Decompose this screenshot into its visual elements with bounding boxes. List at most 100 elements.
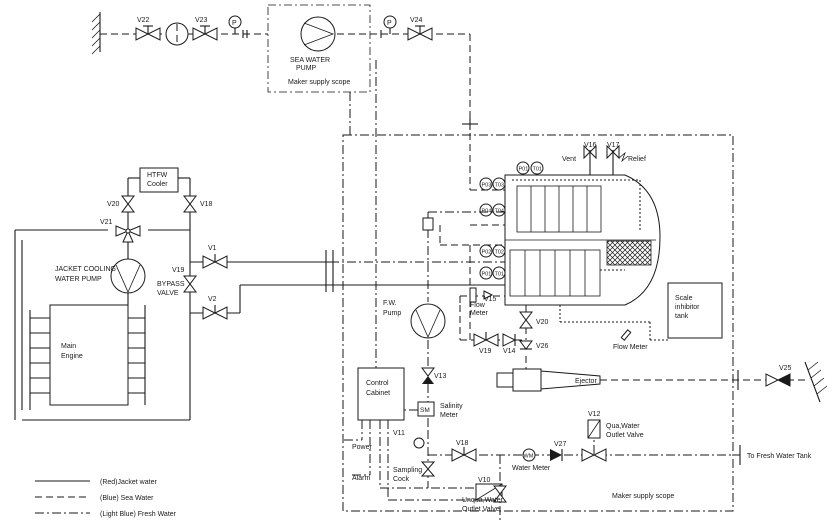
v27-label: V27 [554, 441, 567, 448]
salinity-meter: SM Salinity Meter [417, 401, 463, 419]
v18b-label: V18 [456, 440, 469, 447]
bypass-label-2: VALVE [157, 290, 179, 297]
flow-meter-left-label-2: Meter [470, 310, 489, 317]
v21-label: V21 [100, 219, 113, 226]
strainer-icon [165, 22, 189, 46]
flow-meter-left: Flow Meter [469, 287, 489, 317]
scale-inhibitor-tank: Scale inhibitor tank [667, 282, 723, 339]
main-engine: Main Engine [29, 304, 146, 410]
valve-v24[interactable]: V24 [407, 17, 433, 41]
pressure-gauge-icon: P [383, 15, 397, 34]
valve-v20-cooler[interactable]: V20 [107, 195, 135, 213]
sea-water-pump-label-2: PUMP [296, 65, 317, 72]
overboard-hull [804, 361, 828, 403]
control-cabinet-label-2: Cabinet [366, 390, 390, 397]
pressure-gauge-label: P [387, 20, 392, 27]
v17-label: V17 [607, 142, 620, 149]
scale-tank-label-1: Scale [675, 295, 693, 302]
v15-label: V15 [484, 296, 497, 303]
valve-v18-distillate[interactable]: V18 [451, 440, 477, 462]
valve-v27[interactable]: V27 [550, 441, 567, 461]
v11-label: V11 [393, 430, 405, 437]
sea-water-pump-scope: SEA WATER PUMP Maker supply scope [267, 4, 371, 93]
legend-jacket-label: (Red)Jacket water [100, 479, 157, 486]
control-cabinet: Control Cabinet Power Alarm [352, 367, 405, 482]
main-engine-label-1: Main [61, 343, 76, 350]
pressure-gauge-label: P [232, 20, 237, 27]
gauge-label: P03 [482, 183, 492, 189]
v19b-label: V19 [479, 348, 492, 355]
valve-v26[interactable]: V26 [519, 340, 549, 350]
qua-valve-label-2: Outlet Valve [606, 432, 644, 439]
valve-v18-cooler[interactable]: V18 [183, 195, 213, 213]
pressure-gauge-icon: P [228, 15, 242, 34]
demister [606, 240, 652, 266]
valve-v11[interactable]: V11 Sampling Cock [393, 430, 436, 483]
alarm-label: Alarm [352, 475, 370, 482]
sea-water-inlet-line [91, 12, 505, 191]
v22-label: V22 [137, 17, 150, 24]
flow-meter-right: Flow Meter [613, 329, 648, 351]
control-cabinet-label-1: Control [366, 380, 389, 387]
jacket-pump-label-1: JACKET COOLING [55, 266, 116, 273]
v12-label: V12 [588, 411, 601, 418]
valve-v19-bypass[interactable]: V19 BYPASS VALVE [157, 267, 197, 297]
v26-label: V26 [536, 343, 549, 350]
valve-v20-brine[interactable]: V20 [519, 311, 549, 329]
salinity-label-1: Salinity [440, 403, 463, 410]
valve-v17[interactable]: V17 Relief [606, 142, 646, 175]
htfw-label-1: HTFW [147, 172, 168, 179]
unqua-valve-label-1: Unqua,Water [462, 497, 504, 504]
valve-v13[interactable]: V13 [421, 367, 447, 384]
valve-v12[interactable]: V12 Qua,Water Outlet Valve [581, 411, 644, 462]
water-meter-label: Water Meter [512, 465, 551, 472]
ejector: Ejector [496, 368, 601, 392]
jacket-cooling-water-pump: JACKET COOLING WATER PUMP [55, 242, 146, 305]
valve-v25[interactable]: V25 [765, 365, 792, 387]
valve-v23[interactable]: V23 [192, 17, 218, 41]
v20a-label: V20 [107, 201, 120, 208]
sampling-label-1: Sampling [393, 467, 422, 474]
valve-v15[interactable]: V15 [483, 290, 497, 303]
valve-v14[interactable]: V14 [502, 333, 517, 355]
sea-water-pump-label-1: SEA WATER [290, 57, 330, 64]
sea-water-pump-icon [300, 16, 336, 52]
valve-v22[interactable]: V22 [135, 17, 161, 41]
v14-label: V14 [503, 348, 516, 355]
main-engine-label-2: Engine [61, 353, 83, 360]
fw-pump: F.W. Pump [383, 300, 446, 339]
valve-v10[interactable]: V10 Unqua,Water Outlet Valve [462, 477, 507, 513]
maker-scope-main-label: Maker supply scope [612, 493, 674, 500]
legend-fresh-label: (Light Blue) Fresh Water [100, 511, 177, 518]
valve-v16[interactable]: V16 Vent [562, 142, 597, 175]
v13-label: V13 [434, 373, 447, 380]
fw-pump-label-2: Pump [383, 310, 401, 317]
v20b-label: V20 [536, 319, 549, 326]
salinity-label-2: Meter [440, 412, 459, 419]
power-label: Power [352, 444, 373, 451]
sampling-label-2: Cock [393, 476, 409, 483]
jacket-pump-label-2: WATER PUMP [55, 276, 102, 283]
valve-v2[interactable]: V2 [202, 296, 228, 320]
sm-label: SM [420, 407, 430, 414]
gauge-label: T03 [495, 183, 504, 189]
gauge-label: P02 [482, 250, 492, 256]
legend-sea-label: (Blue) Sea Water [100, 495, 154, 502]
v25-label: V25 [779, 365, 792, 372]
v2-label: V2 [208, 296, 217, 303]
scale-tank-label-2: inhibitor [675, 304, 700, 311]
maker-scope-top-label: Maker supply scope [288, 79, 350, 86]
gauge-label: P01 [519, 167, 529, 173]
relief-label: Relief [628, 156, 646, 163]
valve-v19-seawater[interactable]: V19 [473, 332, 499, 355]
water-meter: WM Water Meter [512, 448, 551, 472]
valve-v1[interactable]: V1 [202, 245, 228, 269]
v19a-label: V19 [172, 267, 185, 274]
wm-label: WM [524, 454, 534, 460]
gauge-group: P01 T01 P03 T03 P04 T04 P02 T02 P01 T01 [479, 161, 544, 280]
v18a-label: V18 [200, 201, 213, 208]
v24-label: V24 [410, 17, 423, 24]
jacket-water-circuit [14, 177, 505, 421]
v16-label: V16 [584, 142, 597, 149]
bypass-label-1: BYPASS [157, 281, 185, 288]
